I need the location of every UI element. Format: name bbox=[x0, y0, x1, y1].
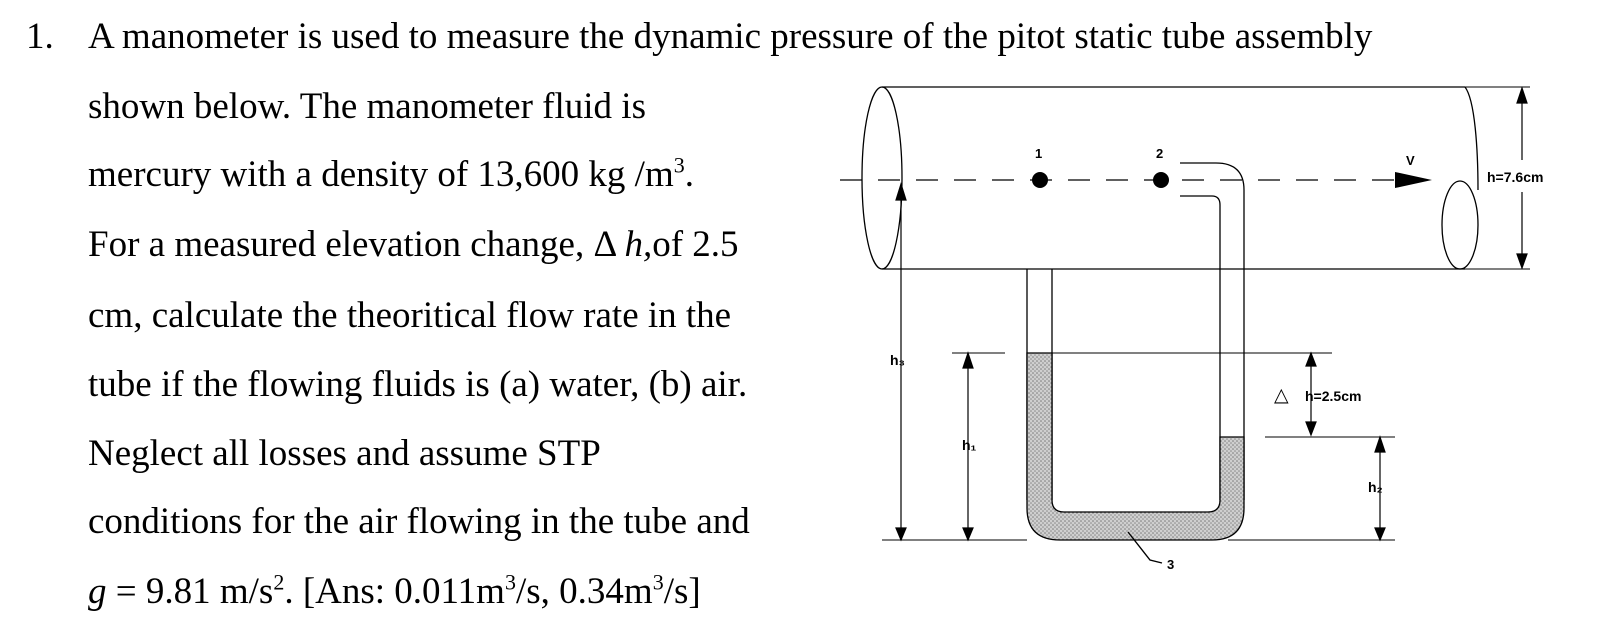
point-2 bbox=[1153, 172, 1169, 188]
problem-line-2: shown below. The manometer fluid is bbox=[88, 86, 646, 127]
problem-line-7: Neglect all losses and assume STP bbox=[88, 433, 601, 474]
problem-line-5: cm, calculate the theoritical flow rate … bbox=[88, 295, 732, 336]
line4-end: of 2.5 bbox=[652, 224, 739, 265]
problem-line-8: conditions for the air flowing in the tu… bbox=[88, 501, 750, 542]
line9-exp3: 3 bbox=[652, 569, 664, 595]
problem-line-1: A manometer is used to measure the dynam… bbox=[88, 16, 1373, 57]
line9-end: /s] bbox=[663, 571, 701, 612]
reference-lines bbox=[882, 86, 1530, 541]
label-h1: h₁ bbox=[962, 437, 977, 453]
line9-ans: . [Ans: 0.011m bbox=[284, 571, 505, 612]
label-velocity: V bbox=[1406, 153, 1415, 168]
line9-ans2: /s, 0.34m bbox=[515, 571, 653, 612]
label-point-2: 2 bbox=[1156, 146, 1163, 161]
velocity-arrow bbox=[1395, 172, 1432, 188]
label-h3: h₃ bbox=[890, 352, 905, 368]
leader-3 bbox=[1127, 531, 1163, 564]
line4-text: For a measured elevation change, Δ bbox=[88, 224, 625, 265]
pitot-tube bbox=[1180, 162, 1245, 500]
label-dh-value: h=2.5cm bbox=[1305, 388, 1361, 404]
problem-line-6: tube if the flowing fluids is (a) water,… bbox=[88, 364, 748, 405]
mercury-fill bbox=[1026, 352, 1245, 541]
dimension-arrows bbox=[895, 86, 1528, 542]
problem-line-9: g = 9.81 m/s2. [Ans: 0.011m3/s, 0.34m3/s… bbox=[88, 569, 701, 612]
label-point-3: 3 bbox=[1167, 557, 1174, 572]
label-h2: h₂ bbox=[1368, 479, 1383, 495]
line3-end: . bbox=[684, 154, 694, 195]
point-1 bbox=[1032, 172, 1048, 188]
line4-h: h, bbox=[624, 224, 653, 265]
label-h-tube: h=7.6cm bbox=[1487, 169, 1543, 185]
line9-text: = 9.81 m/s bbox=[106, 571, 274, 612]
line9-g: g bbox=[88, 571, 107, 612]
label-point-1: 1 bbox=[1035, 146, 1042, 161]
label-dh-symbol: △ bbox=[1274, 385, 1289, 406]
problem-line-4: For a measured elevation change, Δ h,of … bbox=[88, 226, 739, 263]
problem-line-3: mercury with a density of 13,600 kg /m3. bbox=[88, 152, 694, 195]
line3-text: mercury with a density of 13,600 kg /m bbox=[88, 154, 674, 195]
problem-number: 1. bbox=[26, 16, 54, 57]
pipe bbox=[861, 86, 1479, 270]
line9-exp2: 3 bbox=[504, 569, 516, 595]
line3-exponent: 3 bbox=[673, 152, 685, 178]
pitot-manometer-diagram: 1 2 V h=7.6cm h₃ h₁ △ h=2.5cm h₂ 3 bbox=[840, 86, 1543, 572]
line9-exp1: 2 bbox=[273, 569, 285, 595]
